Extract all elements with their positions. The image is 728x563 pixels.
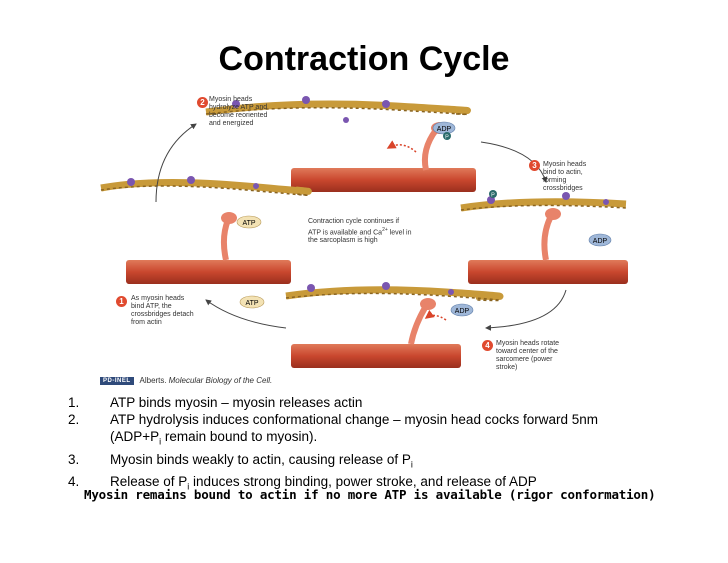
step-1-label: As myosin heads bind ATP, the crossbridg… (131, 295, 194, 326)
adp-label-1: ADP (437, 126, 452, 133)
adp-ellipse-top: ADP (432, 121, 456, 135)
step-3-badge: 3 (529, 160, 540, 171)
adp-ellipse-right: ADP (588, 233, 612, 247)
step-2-badge: 2 (197, 97, 208, 108)
center-cycle-note: Contraction cycle continues if ATP is av… (308, 218, 412, 245)
atp-label-1: ATP (242, 220, 255, 227)
adp-label-3: ADP (455, 308, 470, 315)
figure-drawing: ATP ATP ADP ADP ADP P P (100, 96, 628, 368)
step-4-badge: 4 (482, 340, 493, 351)
phosphate-top: P (443, 132, 451, 141)
phosphate-released: P (489, 190, 497, 199)
atp-label-2: ATP (245, 300, 258, 307)
step-item-2: 2. ATP hydrolysis induces conformational… (68, 412, 598, 447)
pi-label-2: P (491, 193, 495, 199)
step-1-badge: 1 (116, 296, 127, 307)
pi-label-1: P (445, 135, 449, 141)
steps-list: 1. ATP binds myosin – myosin releases ac… (68, 394, 708, 496)
credit-prefix: Alberts. (139, 376, 167, 385)
figure-credit: PD-INEL Alberts. Molecular Biology of th… (100, 376, 272, 385)
atp-ellipse-bottom: ATP (239, 295, 265, 309)
step-2-label: Myosin heads hydrolyze ATP and become re… (209, 96, 268, 127)
adp-ellipse-bottom: ADP (450, 303, 474, 317)
license-badge: PD-INEL (100, 376, 134, 385)
step-3-label: Myosin heads bind to actin, forming cros… (543, 161, 587, 192)
atp-ellipse-left: ATP (236, 215, 262, 229)
panel-step-1 (100, 176, 312, 284)
step-item-1: 1. ATP binds myosin – myosin releases ac… (68, 395, 363, 410)
panel-step-3 (460, 192, 628, 284)
panel-step-4 (285, 282, 504, 368)
cycle-arrows (155, 123, 567, 331)
credit-title: Molecular Biology of the Cell. (168, 376, 273, 385)
step-item-4: 4. Release of Pi induces strong binding,… (68, 474, 537, 493)
contraction-cycle-figure: ATP ATP ADP ADP ADP P P 2 Myosin heads (96, 90, 628, 390)
page-title: Contraction Cycle (218, 40, 510, 78)
adp-label-2: ADP (593, 238, 608, 245)
rigor-note: Myosin remains bound to actin if no more… (84, 487, 656, 502)
step-item-3: 3. Myosin binds weakly to actin, causing… (68, 451, 413, 470)
step-4-label: Myosin heads rotate toward center of the… (496, 340, 560, 371)
